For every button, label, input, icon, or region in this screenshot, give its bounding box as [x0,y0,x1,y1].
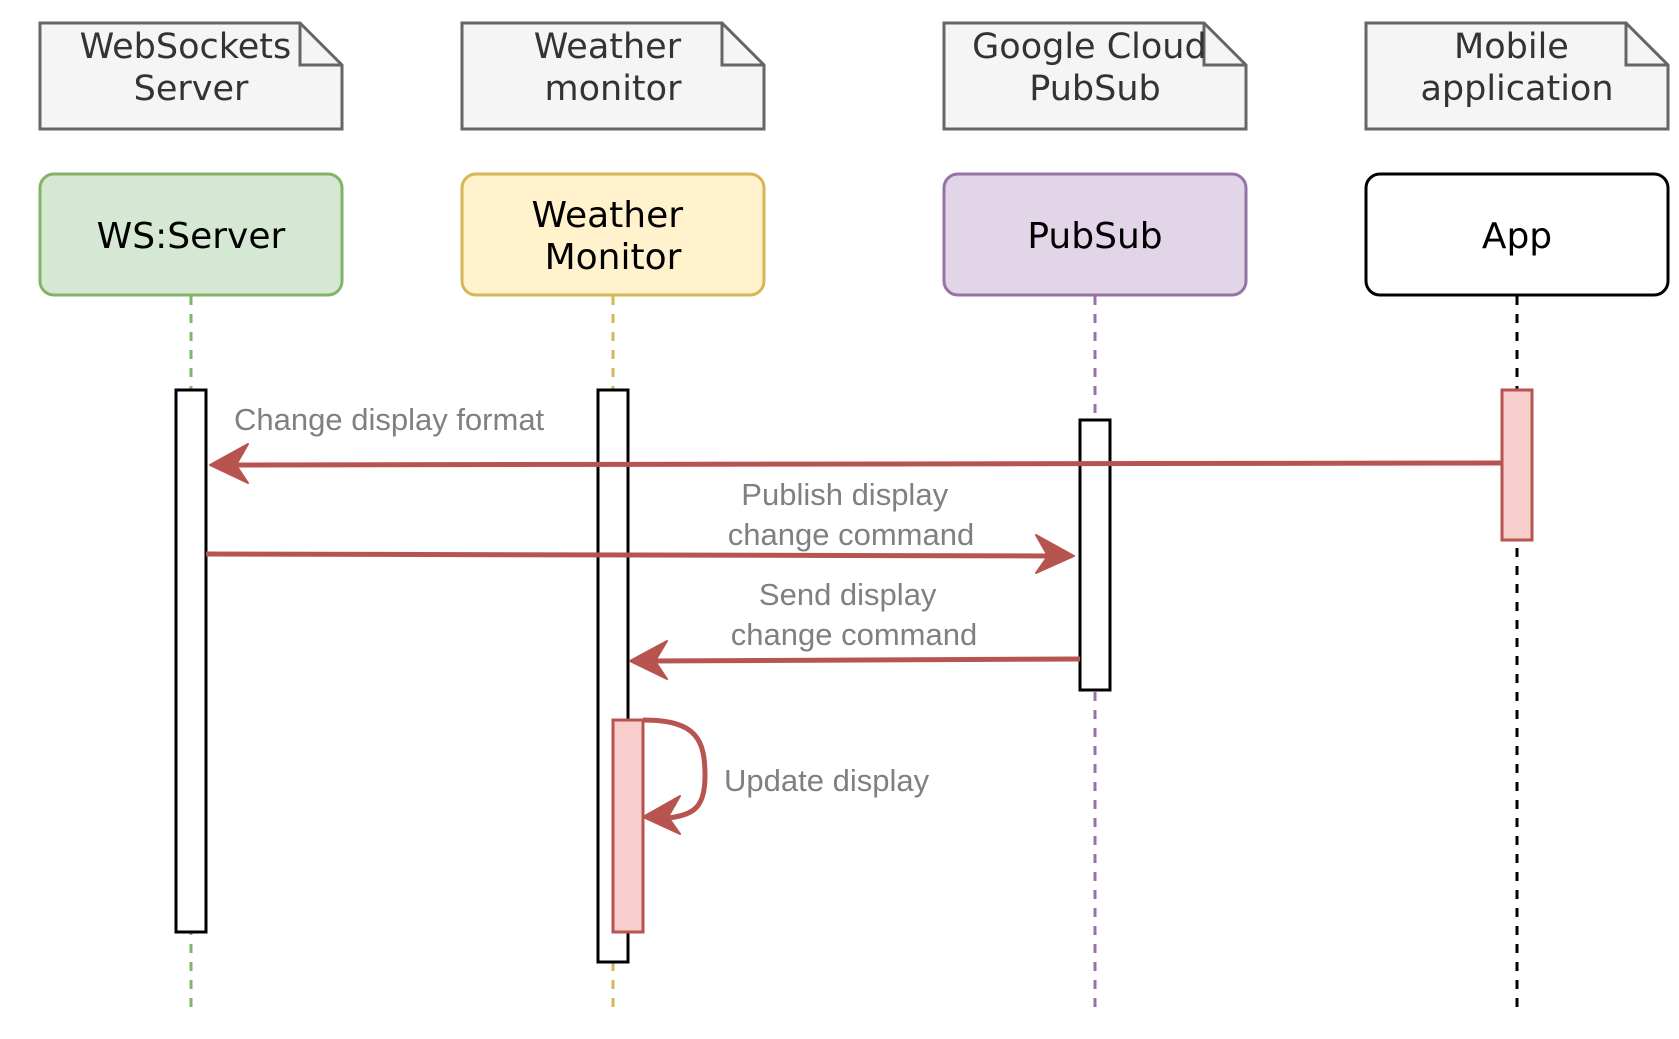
message-line [221,460,1503,468]
activation-app [1500,388,1534,542]
arrowhead-icon [209,443,249,484]
self-call-curve [642,717,708,821]
message-label: Change display format [234,402,545,437]
actor-label: App [1482,216,1552,257]
message-label: Update display [724,763,930,798]
actor-label: WS:Server [97,216,286,257]
note-weather-monitor: Weather monitor [460,21,766,131]
actor-box [1364,172,1670,297]
actor-label: PubSub [1027,216,1162,257]
arrowhead-icon [642,795,681,835]
message-change-display-format: Change display format [209,402,1503,484]
note-line: WebSockets [80,27,292,67]
svg-text:Publish display change c: Publish display change command [728,477,974,552]
note-line: Weather [534,27,682,67]
activation-pubsub [1078,418,1112,692]
svg-text:PubSub: PubSub [1027,216,1162,257]
actor-weather-monitor: Weather Monitor [460,172,766,297]
svg-text:WS:Server: WS:Server [97,216,286,257]
actor-pubsub: PubSub [942,172,1248,297]
actor-label: Monitor [545,237,682,278]
message-line [205,551,1056,559]
actor-box [38,172,344,297]
actor-ws-server: WS:Server [38,172,344,297]
note-line: monitor [545,69,683,109]
svg-text:Send display change comm: Send display change command [731,577,977,652]
note-line: application [1420,69,1613,109]
svg-text:Mobile application: Mobile application [1420,27,1613,109]
note-websockets-server: WebSockets Server [38,21,344,131]
actor-label: Weather [531,195,683,236]
svg-text:WebSockets Server: WebSockets Server [80,27,303,109]
note-line: Google Cloud [972,27,1207,67]
note-line: Server [134,69,249,109]
svg-text:Update display: Update display [724,763,930,798]
arrowhead-icon [629,640,668,680]
message-label: Send display [759,577,937,612]
message-send-display-change: Send display change command [629,577,1081,680]
message-label: change command [731,617,977,652]
message-update-display: Update display [642,717,930,835]
actor-box [460,172,766,297]
note-line: PubSub [1029,69,1161,109]
actor-box [942,172,1248,297]
message-line [647,656,1081,664]
note-google-cloud-pubsub: Google Cloud PubSub [942,21,1248,131]
svg-text:App: App [1482,216,1552,257]
svg-text:Google Cloud PubSub: Google Cloud PubSub [972,27,1218,109]
message-label: Publish display [741,477,948,512]
note-mobile-application: Mobile application [1364,21,1670,131]
message-label: change command [728,517,974,552]
note-line: Mobile [1454,27,1569,67]
activation-update-display [611,718,645,934]
arrowhead-icon [1035,534,1075,574]
actor-app: App [1364,172,1670,297]
svg-text:Weather monitor: Weather monitor [534,27,693,109]
svg-text:Weather Monitor: Weather Monitor [531,195,694,278]
activation-ws-server [174,388,208,934]
message-publish-display-change: Publish display change command [205,477,1075,574]
svg-text:Change display format: Change display format [234,402,545,437]
